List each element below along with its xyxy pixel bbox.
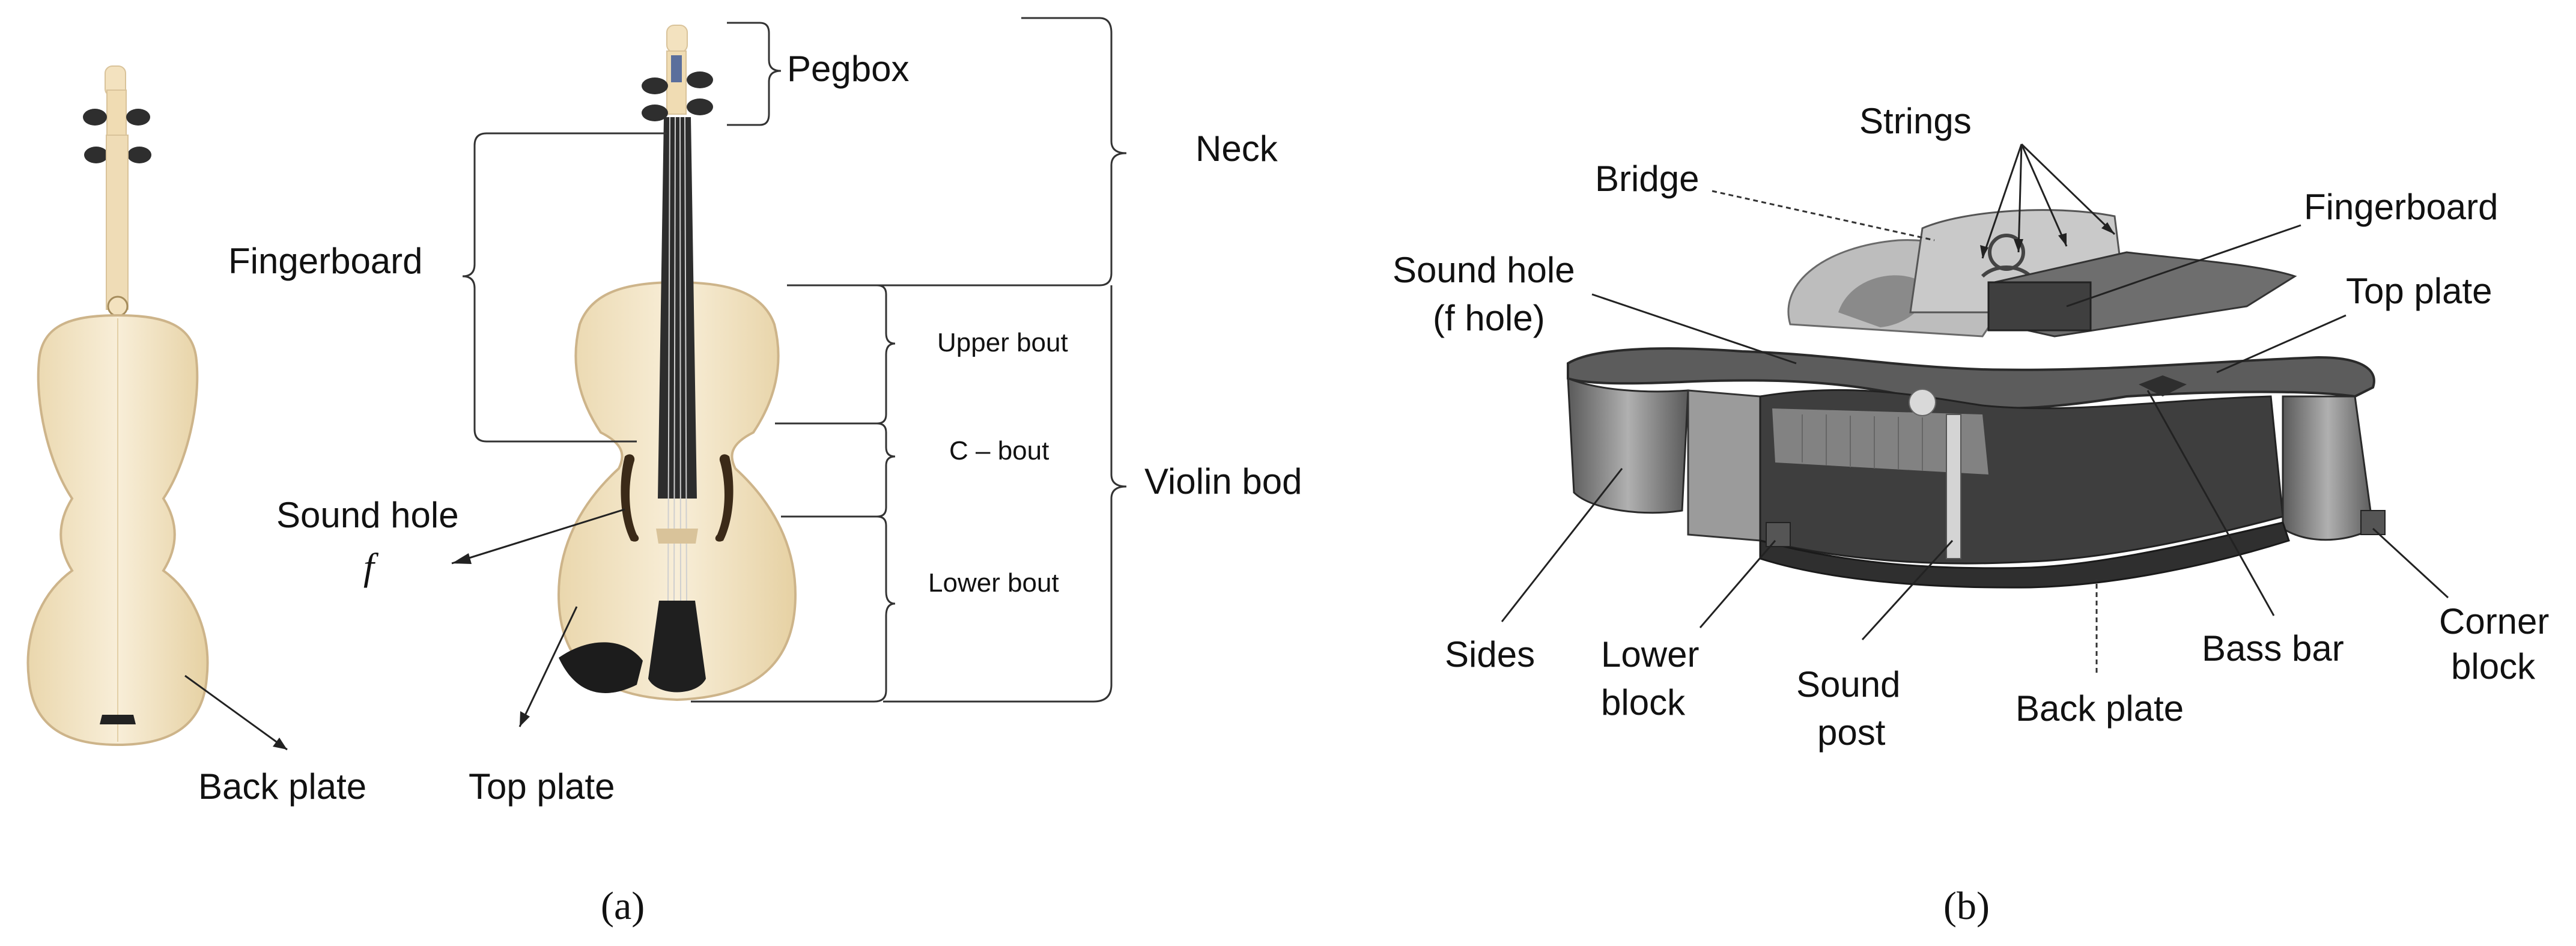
label-pegbox: Pegbox <box>787 49 910 89</box>
sound-hole-arrow <box>451 508 625 565</box>
violin-front-view <box>557 25 797 702</box>
label-fingerboard-b: Fingerboard <box>2304 187 2499 227</box>
upper-bout-bracket <box>775 284 896 425</box>
peg-icon <box>126 109 150 126</box>
strings-pointer-2 <box>2017 144 2023 253</box>
strings-pointer-1 <box>1981 144 2023 259</box>
label-sound-post-line2: post <box>1817 712 1886 753</box>
peg-icon <box>127 147 151 163</box>
label-sound-hole-b-line2: (f hole) <box>1433 298 1545 338</box>
lower-bout-bracket <box>691 515 896 703</box>
top-plate-arrow <box>518 606 578 727</box>
arrow-head-icon <box>2058 233 2067 246</box>
violin-body-bracket <box>883 285 1127 703</box>
label-lower-bout: Lower bout <box>928 568 1059 598</box>
violin-cross-section-model <box>1567 209 2386 589</box>
sides-pointer <box>1501 468 1623 622</box>
label-upper-bout: Upper bout <box>937 328 1068 357</box>
label-corner-block-line1: Corner <box>2439 601 2549 641</box>
peg-icon <box>687 99 713 115</box>
arrow-head-icon <box>2101 222 2115 234</box>
lower-block-shape <box>1766 522 1791 547</box>
label-lower-block-line2: block <box>1601 682 1686 723</box>
corner-block-pointer <box>2372 527 2449 599</box>
label-top-plate: Top plate <box>469 766 615 807</box>
label-bass-bar: Bass bar <box>2202 628 2344 669</box>
label-neck: Neck <box>1195 129 1278 169</box>
fingerboard-bracket <box>462 132 667 443</box>
label-strings: Strings <box>1859 101 1972 141</box>
sound-post-pointer <box>1861 539 1954 641</box>
sound-hole-pointer <box>1591 293 1797 365</box>
peg-icon <box>642 77 668 94</box>
arrow-head-icon <box>520 711 530 727</box>
caption-b: (b) <box>1943 884 1990 928</box>
bass-bar-pointer <box>2146 390 2275 616</box>
corner-block-shape <box>2360 510 2386 535</box>
peg-icon <box>83 109 107 126</box>
label-sound-hole-b-line1: Sound hole <box>1393 250 1575 290</box>
label-sound-post-line1: Sound <box>1796 664 1901 705</box>
label-bridge: Bridge <box>1595 159 1699 199</box>
fingerboard-pointer <box>2066 224 2301 308</box>
bridge-pointer <box>1712 190 1935 241</box>
arrow-head-icon <box>273 738 287 750</box>
pegbox-bracket <box>727 22 782 126</box>
tailpiece-shape <box>648 601 706 693</box>
label-sides: Sides <box>1445 634 1535 675</box>
peg-icon <box>687 71 713 88</box>
violin-back-view <box>26 65 209 747</box>
caption-a: (a) <box>601 884 645 928</box>
label-top-plate-b: Top plate <box>2346 271 2492 311</box>
sound-post-shape <box>1946 414 1961 559</box>
neck-bracket <box>805 17 1127 287</box>
panel-b: Strings Bridge Fingerboard Sound hole (f… <box>1393 101 2549 928</box>
arrow-head-icon <box>2014 239 2023 252</box>
label-fingerboard: Fingerboard <box>228 241 423 281</box>
fingerboard-shape <box>658 117 697 499</box>
label-violin-body: Violin bod <box>1144 461 1302 502</box>
label-lower-block-line1: Lower <box>1601 634 1699 675</box>
label-c-bout: C – bout <box>949 436 1049 465</box>
strings-pointer-3 <box>2020 144 2068 247</box>
strings-pointer-4 <box>2020 143 2116 235</box>
arrow-head-icon <box>1980 245 1988 258</box>
peg-icon <box>84 147 108 163</box>
back-plate-arrow <box>184 675 288 751</box>
label-sound-hole-symbol: f <box>363 545 379 588</box>
arrow-head-icon <box>452 553 472 564</box>
label-back-plate: Back plate <box>198 766 366 807</box>
peg-icon <box>642 105 668 121</box>
label-sound-hole: Sound hole <box>276 495 459 535</box>
lower-block-pointer <box>1699 540 1776 628</box>
label-back-plate-b: Back plate <box>2016 688 2184 729</box>
panel-a: Pegbox Neck Fingerboard Upper bout C – b… <box>26 17 1302 928</box>
label-corner-block-line2: block <box>2451 646 2536 687</box>
top-plate-pointer <box>2216 314 2347 374</box>
c-bout-bracket <box>775 422 896 518</box>
